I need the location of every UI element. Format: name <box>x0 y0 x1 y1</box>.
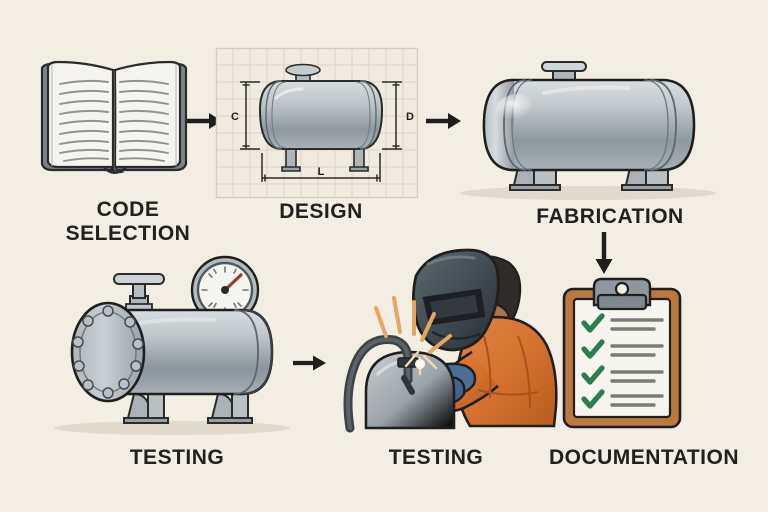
dimension-label-c: C <box>231 111 239 123</box>
dimension-label-d: D <box>406 111 414 123</box>
step-icon-code-selection <box>34 52 194 182</box>
step-icon-testing-vessel <box>44 252 314 442</box>
step-label-testing-vessel: TESTING <box>129 446 225 469</box>
flanged-vessel-gauge-icon <box>54 255 290 435</box>
arrow-testing-to-welder <box>291 352 331 374</box>
step-icon-fabrication <box>448 55 718 205</box>
step-label-testing-welder: TESTING <box>388 446 484 469</box>
step-icon-documentation <box>558 275 718 435</box>
welder-icon <box>343 248 558 433</box>
arrow-right-icon <box>426 113 461 129</box>
clipboard-checklist-icon <box>562 277 682 429</box>
arrow-book-to-design <box>185 110 225 132</box>
step-icon-testing-welder <box>332 240 564 440</box>
open-book-icon <box>40 60 188 174</box>
arrow-design-to-fabrication <box>424 110 464 132</box>
step-icon-design: C D L <box>215 47 421 200</box>
step-label-documentation: DOCUMENTATION <box>548 446 740 469</box>
dimension-label-l: L <box>318 166 325 178</box>
arrow-right-icon <box>293 355 326 371</box>
arrow-right-icon <box>187 113 222 129</box>
checkmarks <box>581 313 605 409</box>
arrow-down-icon <box>595 232 613 274</box>
step-label-design: DESIGN <box>279 200 363 223</box>
pressure-vessel-icon <box>460 61 716 200</box>
blueprint-vessel-icon: C D L <box>215 47 419 199</box>
arrow-fabrication-to-documentation <box>592 231 616 277</box>
step-label-fabrication: FABRICATION <box>536 205 684 228</box>
step-label-code-selection: CODE SELECTION <box>65 198 191 245</box>
